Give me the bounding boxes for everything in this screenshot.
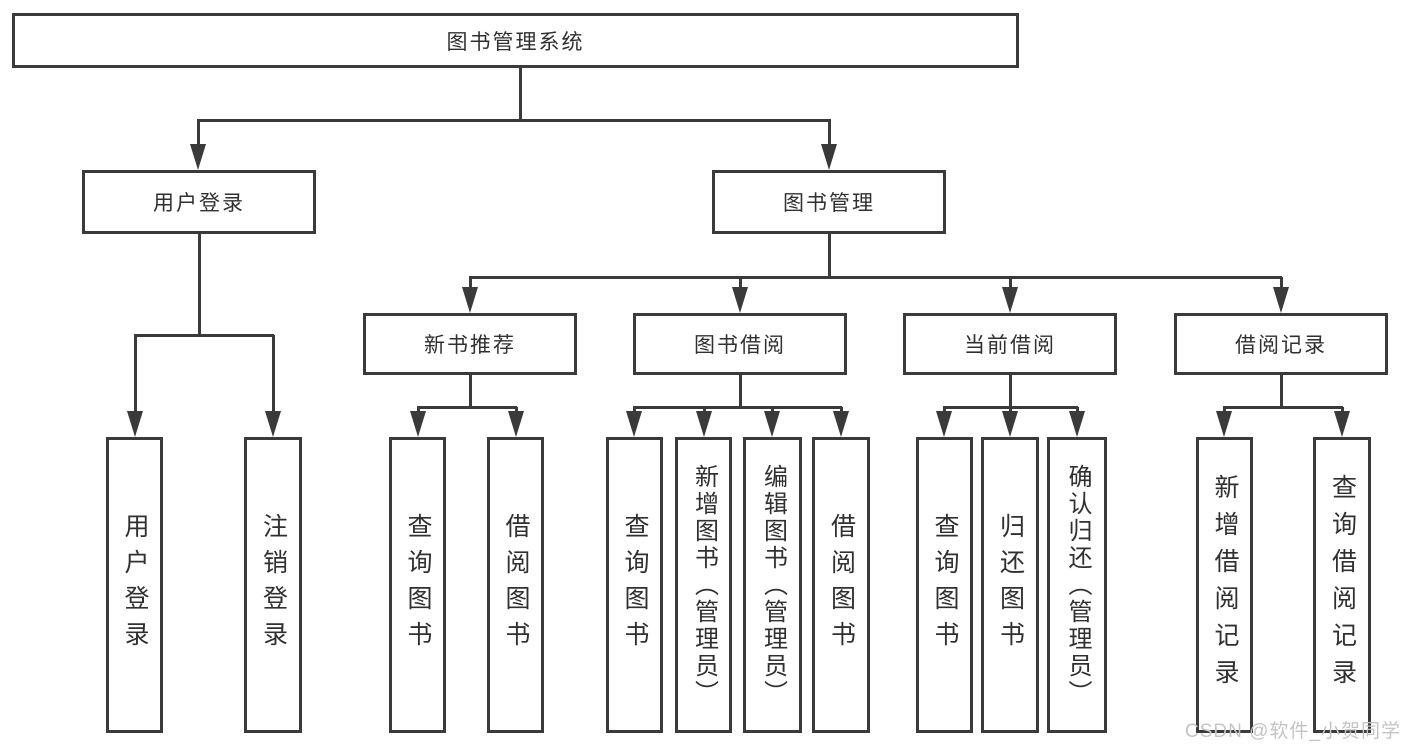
node-book-borrowing: 图书借阅 <box>633 313 847 375</box>
connector-borrowing-records-rail <box>1223 405 1343 409</box>
connector-book-borrowing-stem <box>738 375 742 407</box>
connector-user-login-stem <box>197 234 201 335</box>
connector-book-management-stem <box>827 234 831 277</box>
node-library-management-system: 图书管理系统 <box>12 13 1019 68</box>
node-label: 图书管理 <box>783 192 875 215</box>
connector-root-rail <box>197 118 831 122</box>
arrowhead-leaf-edit-books <box>764 411 780 437</box>
leaf-label: 借阅图书 <box>502 513 530 657</box>
connector-to-current-borrowing <box>1008 277 1012 291</box>
leaf-query-books-current: 查询图书 <box>916 437 973 733</box>
connector-root-stem <box>518 68 522 122</box>
connector-new-books-stem <box>468 375 472 407</box>
leaf-query-books-borrowing: 查询图书 <box>606 437 663 733</box>
leaf-borrow-books-borrowing: 借阅图书 <box>812 437 870 733</box>
leaf-label: 编辑图书（管理员） <box>759 463 787 707</box>
leaf-query-borrow-record: 查询借阅记录 <box>1313 437 1371 733</box>
leaf-edit-books-admin: 编辑图书（管理员） <box>743 437 802 733</box>
connector-current-borrowing-stem <box>1008 375 1012 407</box>
connector-to-leaf-user-login <box>133 335 137 417</box>
connector-borrowing-records-stem <box>1279 375 1283 407</box>
node-label: 当前借阅 <box>964 334 1056 357</box>
connector-book-management-rail <box>469 275 1282 279</box>
leaf-label: 用户登录 <box>121 513 149 657</box>
leaf-label: 新增图书（管理员） <box>690 463 718 707</box>
node-label: 借阅记录 <box>1235 334 1327 357</box>
node-label: 用户登录 <box>153 192 245 215</box>
node-current-borrowing: 当前借阅 <box>903 313 1117 375</box>
leaf-user-login: 用户登录 <box>106 437 163 733</box>
connector-root-to-book-management <box>827 120 831 150</box>
arrowhead-leaf-logout <box>265 411 281 437</box>
arrowhead-leaf-borrow-books-2 <box>833 411 849 437</box>
node-label: 图书借阅 <box>694 334 786 357</box>
arrowhead-leaf-return-books <box>1002 411 1018 437</box>
connector-to-book-borrowing <box>738 277 742 291</box>
node-label: 新书推荐 <box>424 334 516 357</box>
leaf-logout: 注销登录 <box>244 437 302 733</box>
leaf-add-borrow-record: 新增借阅记录 <box>1196 437 1253 733</box>
leaf-add-books-admin: 新增图书（管理员） <box>675 437 732 733</box>
leaf-label: 新增借阅记录 <box>1211 474 1239 696</box>
node-new-book-recommendation: 新书推荐 <box>363 313 577 375</box>
connector-root-to-user-login <box>196 120 200 150</box>
connector-to-borrowing-records <box>1279 277 1283 291</box>
connector-new-books-rail <box>417 405 517 409</box>
node-book-management: 图书管理 <box>712 170 946 234</box>
arrowhead-book-management <box>821 144 837 170</box>
leaf-confirm-return-admin: 确认归还（管理员） <box>1047 437 1107 733</box>
leaf-label: 归还图书 <box>996 513 1025 657</box>
leaf-label: 借阅图书 <box>827 513 856 657</box>
node-user-login: 用户登录 <box>82 170 316 234</box>
leaf-return-books: 归还图书 <box>981 437 1039 733</box>
arrowhead-leaf-add-record <box>1216 411 1232 437</box>
leaf-label: 查询图书 <box>621 513 649 657</box>
leaf-borrow-books-recommend: 借阅图书 <box>487 437 544 733</box>
leaf-label: 查询借阅记录 <box>1328 474 1357 696</box>
leaf-label: 注销登录 <box>259 513 288 657</box>
arrowhead-new-books <box>462 287 478 313</box>
arrowhead-leaf-query-books-1 <box>410 411 426 437</box>
arrowhead-leaf-add-books <box>696 411 712 437</box>
arrowhead-current-borrowing <box>1002 287 1018 313</box>
leaf-label: 查询图书 <box>931 513 959 657</box>
arrowhead-leaf-confirm-return <box>1069 411 1085 437</box>
arrowhead-leaf-user-login <box>127 411 143 437</box>
connector-to-new-books <box>468 277 472 291</box>
arrowhead-leaf-borrow-books-1 <box>508 411 524 437</box>
leaf-label: 查询图书 <box>404 513 432 657</box>
arrowhead-leaf-query-record <box>1334 411 1350 437</box>
arrowhead-book-borrowing <box>732 287 748 313</box>
node-borrowing-records: 借阅记录 <box>1174 313 1388 375</box>
arrowhead-leaf-query-books-3 <box>936 411 952 437</box>
leaf-query-books-recommend: 查询图书 <box>389 437 446 733</box>
connector-to-leaf-logout <box>271 335 275 417</box>
connector-book-borrowing-rail <box>633 405 842 409</box>
arrowhead-borrowing-records <box>1273 287 1289 313</box>
node-label: 图书管理系统 <box>446 30 585 54</box>
connector-user-login-rail <box>134 333 274 337</box>
csdn-watermark: CSDN @软件_小贺同学 <box>1185 721 1401 742</box>
leaf-label: 确认归还（管理员） <box>1064 463 1091 707</box>
arrowhead-leaf-query-books-2 <box>626 411 642 437</box>
arrowhead-user-login <box>190 144 206 170</box>
